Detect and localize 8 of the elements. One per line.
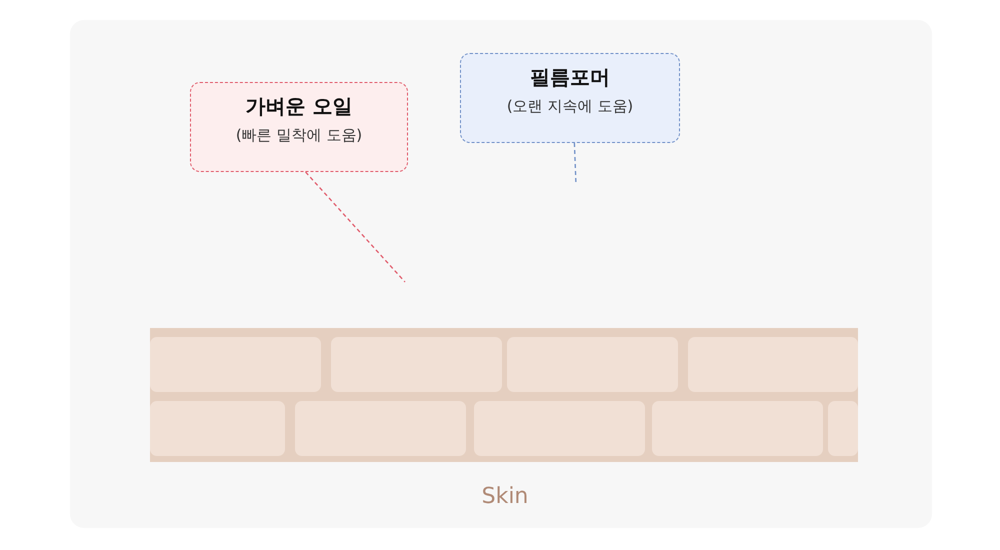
callout-box: [190, 82, 408, 172]
callout-box: [460, 53, 680, 143]
callout-title: 가벼운 오일: [244, 93, 354, 120]
callout-title: 필름포머: [529, 64, 611, 91]
layer-label: Skin: [480, 484, 530, 509]
callout-subtitle: (오랜 지속에 도움): [506, 97, 634, 116]
leader-line: [305, 172, 406, 282]
callout-subtitle: (빠른 밀착에 도움): [234, 126, 364, 145]
